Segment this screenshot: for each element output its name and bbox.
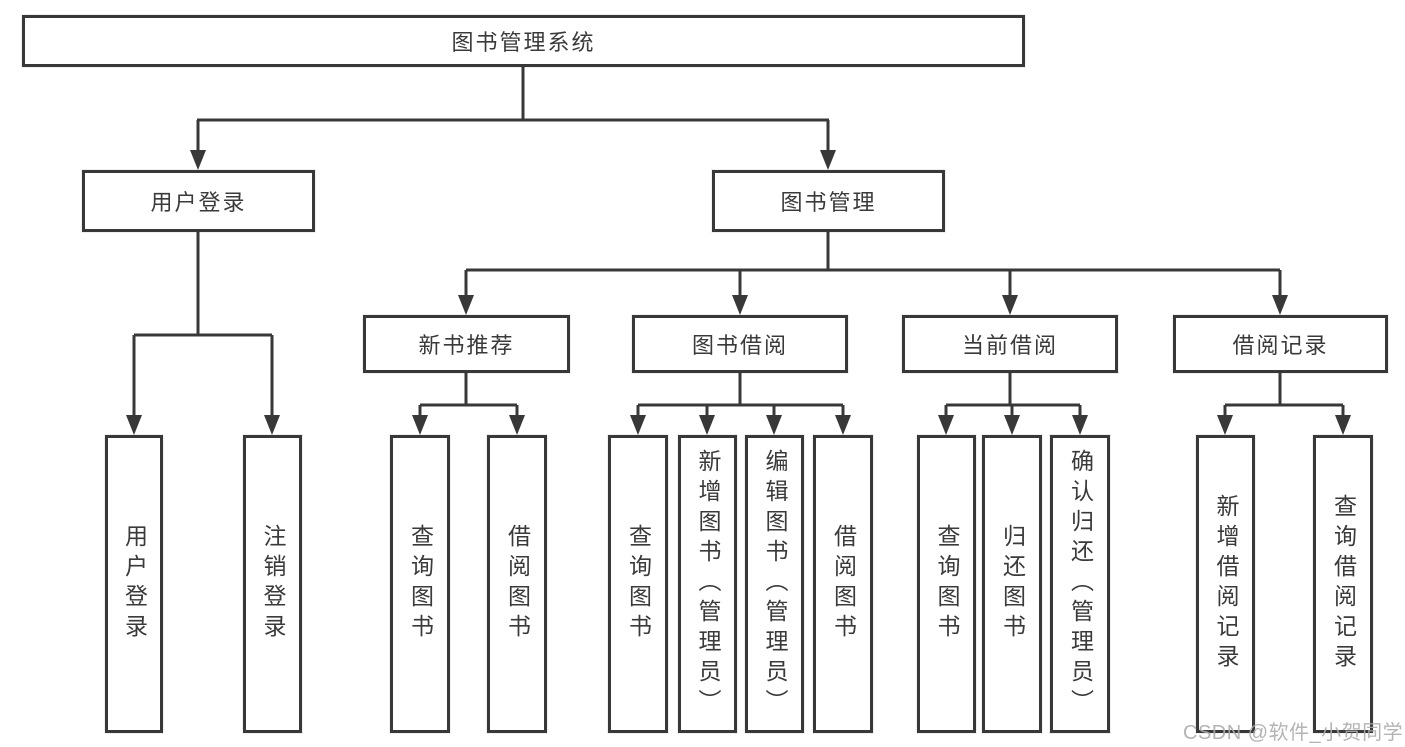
leaf-user-login-label: 用户登录 (121, 524, 148, 644)
node-current-borrowing-label: 当前借阅 (961, 333, 1058, 358)
node-borrowing-records: 借阅记录 (1173, 315, 1388, 373)
leaf-records-add-record-label: 新增借阅记录 (1213, 494, 1239, 674)
leaf-records-query-record: 查询借阅记录 (1313, 435, 1373, 733)
node-root-system: 图书管理系统 (22, 15, 1025, 67)
node-new-book-recommend-label: 新书推荐 (418, 333, 515, 358)
leaf-newbook-borrow-books: 借阅图书 (487, 435, 547, 733)
node-book-management: 图书管理 (712, 170, 945, 232)
node-root-system-label: 图书管理系统 (451, 30, 596, 55)
leaf-newbook-borrow-books-label: 借阅图书 (504, 524, 531, 644)
csdn-watermark: CSDN @软件_小贺同学 (1183, 722, 1404, 744)
leaf-logout: 注销登录 (243, 435, 302, 733)
leaf-borrow-query-books: 查询图书 (608, 435, 668, 733)
node-new-book-recommend: 新书推荐 (363, 315, 570, 373)
node-current-borrowing: 当前借阅 (902, 315, 1118, 373)
connector-current-to-leaves (938, 373, 1088, 435)
connector-login-to-leaves (126, 232, 280, 435)
node-book-borrowing: 图书借阅 (632, 315, 848, 373)
connector-root-to-level2 (190, 67, 836, 170)
leaf-newbook-query-books-label: 查询图书 (407, 524, 434, 644)
node-borrowing-records-label: 借阅记录 (1232, 333, 1329, 358)
leaf-current-query-books-label: 查询图书 (934, 524, 960, 644)
leaf-current-confirm-return-admin: 确认归还（管理员） (1050, 435, 1110, 733)
node-user-login-label: 用户登录 (150, 190, 247, 215)
node-book-management-label: 图书管理 (780, 190, 877, 215)
leaf-borrow-add-books-admin: 新增图书（管理员） (678, 435, 737, 733)
leaf-borrow-query-books-label: 查询图书 (625, 524, 652, 644)
leaf-borrow-edit-books-admin: 编辑图书（管理员） (745, 435, 804, 733)
leaf-records-add-record: 新增借阅记录 (1196, 435, 1255, 733)
leaf-borrow-edit-books-admin-label: 编辑图书（管理员） (762, 449, 788, 719)
leaf-current-confirm-return-admin-label: 确认归还（管理员） (1067, 449, 1094, 719)
leaf-newbook-query-books: 查询图书 (390, 435, 450, 733)
leaf-borrow-borrow-books: 借阅图书 (813, 435, 873, 733)
leaf-borrow-add-books-admin-label: 新增图书（管理员） (695, 449, 721, 719)
leaf-current-return-books: 归还图书 (982, 435, 1042, 733)
connector-mgmt-to-level3 (458, 232, 1288, 315)
leaf-user-login: 用户登录 (105, 435, 163, 733)
connector-borrow-to-leaves (630, 373, 851, 435)
leaf-logout-label: 注销登录 (260, 524, 286, 644)
leaf-borrow-borrow-books-label: 借阅图书 (830, 524, 857, 644)
node-user-login: 用户登录 (82, 170, 315, 232)
leaf-current-return-books-label: 归还图书 (999, 524, 1026, 644)
leaf-current-query-books: 查询图书 (917, 435, 976, 733)
connector-newbook-to-leaves (412, 373, 525, 435)
leaf-records-query-record-label: 查询借阅记录 (1330, 494, 1357, 674)
node-book-borrowing-label: 图书借阅 (691, 333, 788, 358)
connector-records-to-leaves (1217, 373, 1351, 435)
